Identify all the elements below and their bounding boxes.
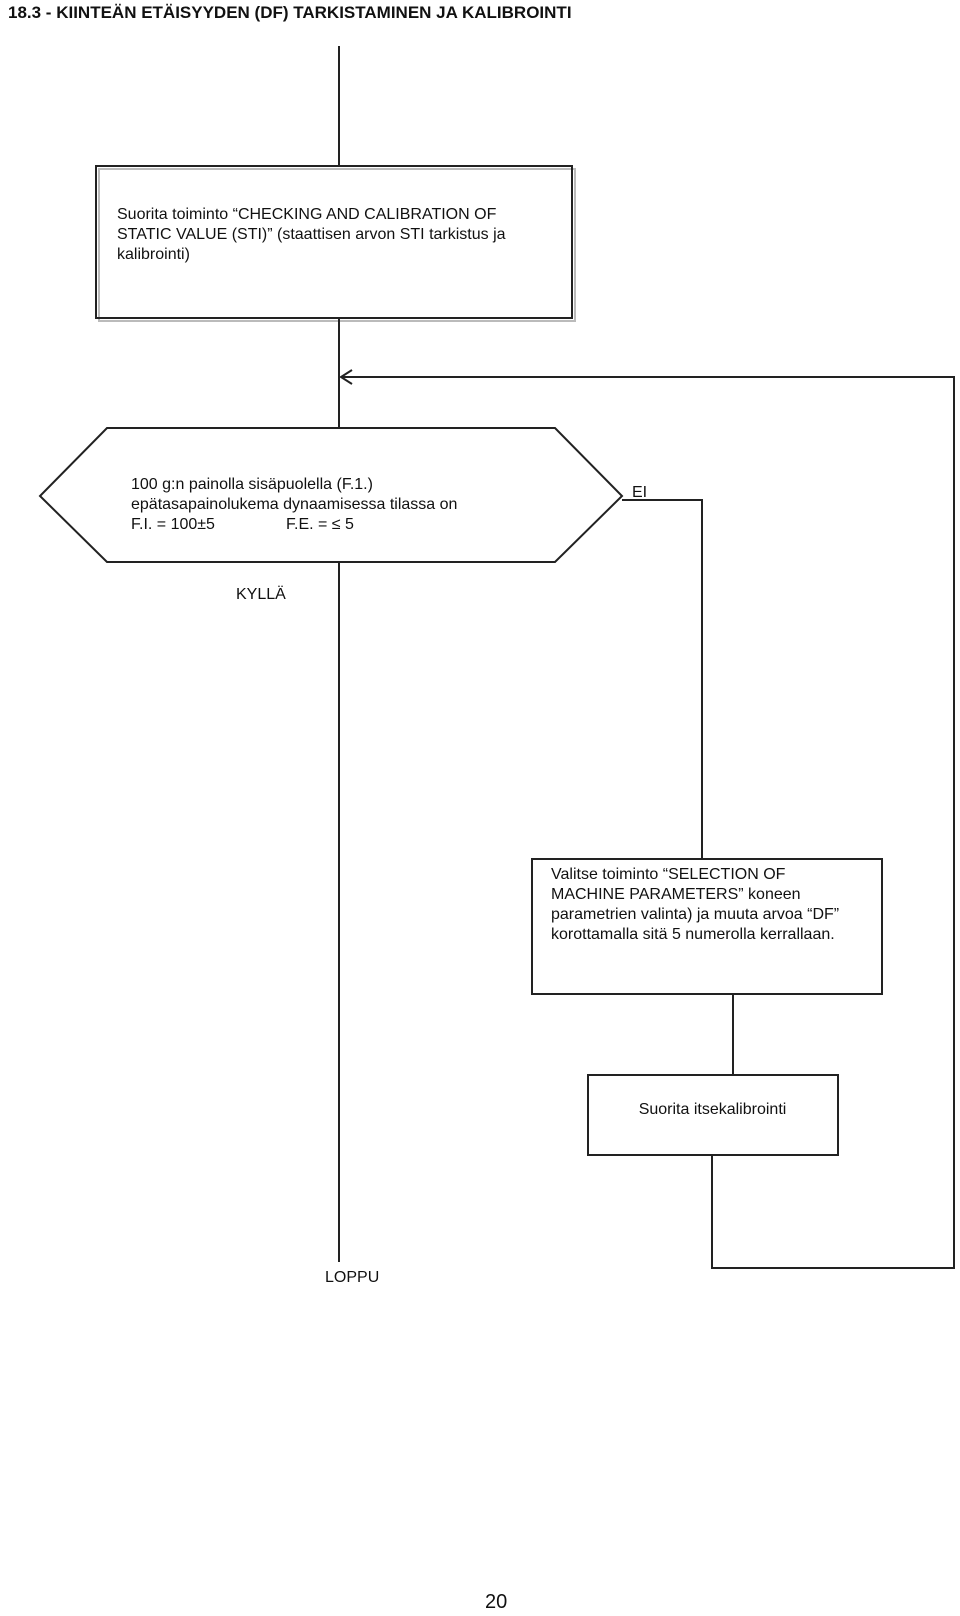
connector-loop-back [342,376,955,1269]
box-step2 [531,858,883,995]
end-label: LOPPU [325,1269,380,1286]
connector-no-branch [622,499,703,859]
step1-text: Suorita toiminto “CHECKING AND CALIBRATI… [117,206,506,263]
page-number: 20 [485,1591,508,1613]
decision-text: 100 g:n painolla sisäpuolella (F.1.) epä… [131,475,611,535]
box-step1-shadow [98,168,576,322]
decision-values: F.I. = 100±5 F.E. = ≤ 5 [131,515,611,535]
decision-fi: F.I. = 100±5 [131,516,215,533]
decision-fe: F.E. = ≤ 5 [286,516,354,533]
box-step1 [95,165,573,319]
decision-line1: 100 g:n painolla sisäpuolella (F.1.) [131,476,373,493]
label-no: EI [632,484,648,501]
step2-text: Valitse toiminto “SELECTION OF MACHINE P… [551,866,840,943]
label-yes: KYLLÄ [236,586,286,603]
step3-text: Suorita itsekalibrointi [638,1101,787,1118]
page-heading: 18.3 - KIINTEÄN ETÄISYYDEN (DF) TARKISTA… [8,3,572,22]
arrow-head [339,369,353,385]
decision-shape [38,427,624,563]
decision-line2: epätasapainolukema dynaamisessa tilassa … [131,496,458,513]
